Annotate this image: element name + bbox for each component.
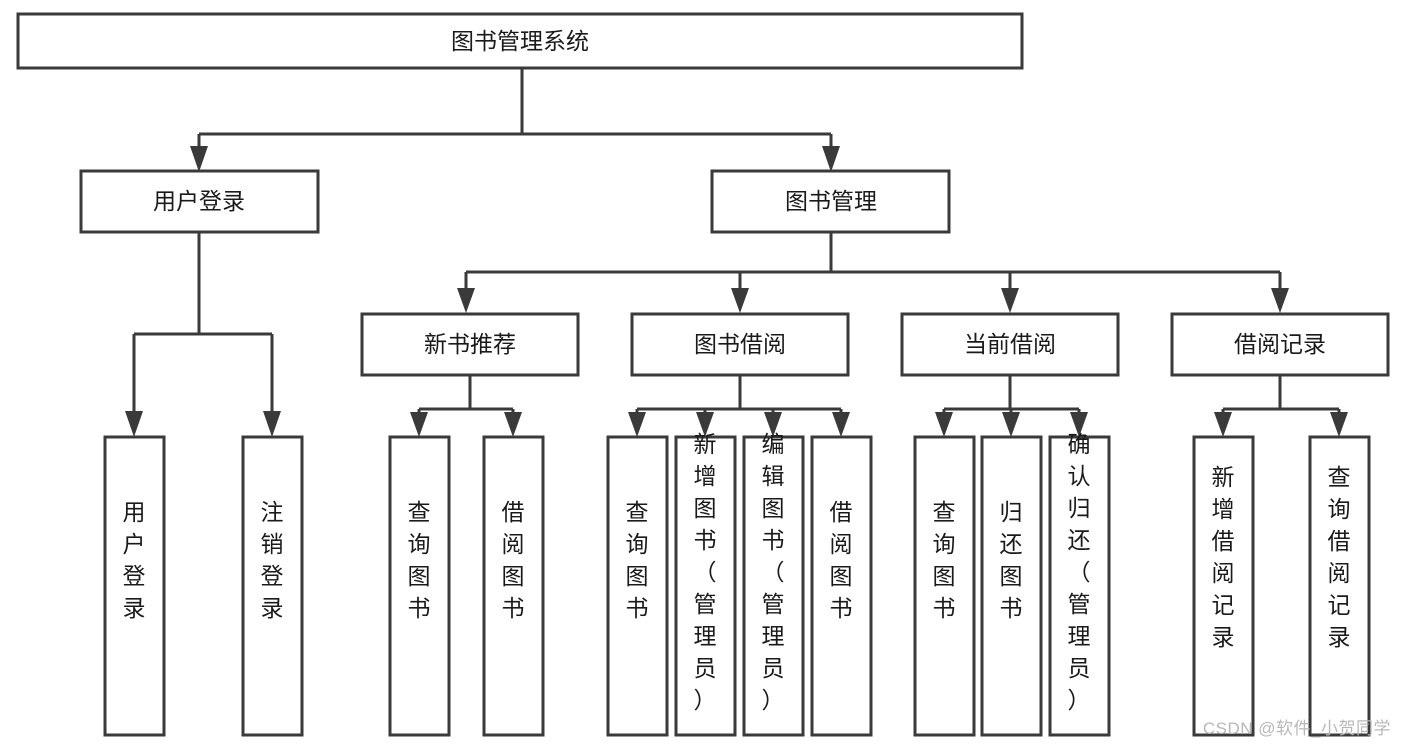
arrow-book-mgmt-to-book-borrow (731, 288, 749, 313)
leaf-node[interactable]: 归还图书 (980, 435, 1043, 737)
leaf-node[interactable]: 注销登录 (241, 435, 304, 737)
node-current-borrow-label: 当前借阅 (964, 331, 1056, 357)
arrow-current-borrow-leaf-3 (1070, 412, 1088, 437)
arrow-book-borrow-leaf-2 (696, 412, 714, 437)
leaf-user-login-label: 用户登录 (123, 499, 146, 621)
arrow-user-login-leaf-2 (263, 411, 281, 437)
node-new-book-recommend-box[interactable] (360, 312, 580, 377)
leaf-bb-borrow-label: 借阅图书 (830, 499, 853, 621)
leaf-node[interactable]: 查询图书 (913, 435, 976, 737)
leaf-node[interactable]: 查询图书 (606, 435, 669, 737)
leaf-node[interactable]: 借阅图书 (810, 435, 873, 737)
node-book-management-box[interactable] (710, 169, 951, 234)
leaf-node[interactable]: 查询图书 (388, 435, 451, 737)
leaf-new-book-query-label: 查询图书 (408, 499, 431, 621)
leaf-bb-query-label: 查询图书 (626, 499, 649, 621)
leaf-user-login-box[interactable] (103, 435, 166, 737)
leaf-node[interactable]: 用户登录 (103, 435, 166, 737)
arrow-book-borrow-leaf-3 (764, 412, 782, 437)
node-borrow-record-box[interactable] (1170, 312, 1390, 377)
arrow-root-to-user-login (190, 146, 208, 172)
node-book-borrow[interactable]: 图书借阅 (630, 312, 850, 377)
node-borrow-record-label: 借阅记录 (1234, 331, 1326, 357)
leaf-br-add-box[interactable] (1192, 435, 1255, 737)
arrow-book-borrow-leaf-1 (628, 412, 646, 437)
leaf-cb-query-label: 查询图书 (933, 499, 956, 621)
arrow-book-mgmt-to-borrow-record (1271, 288, 1289, 313)
node-current-borrow[interactable]: 当前借阅 (900, 312, 1120, 377)
arrow-root-to-book-mgmt (822, 146, 840, 172)
leaf-br-add-label: 新增借阅记录 (1212, 464, 1235, 650)
leaf-node[interactable]: 确认归还（管理员） (1048, 431, 1111, 737)
leaf-node[interactable]: 查询借阅记录 (1308, 435, 1371, 737)
leaf-bb-edit-box[interactable] (742, 435, 805, 737)
node-user-login-box[interactable] (79, 169, 320, 234)
arrow-new-book-leaf-2 (504, 412, 522, 437)
arrow-new-book-leaf-1 (410, 412, 428, 437)
leaf-cb-return-box[interactable] (980, 435, 1043, 737)
node-new-book-recommend[interactable]: 新书推荐 (360, 312, 580, 377)
leaf-cb-return-label: 归还图书 (1000, 499, 1023, 621)
node-book-borrow-box[interactable] (630, 312, 850, 377)
node-root-label: 图书管理系统 (451, 28, 589, 54)
arrow-book-mgmt-to-current-borrow (1001, 288, 1019, 313)
node-root-box[interactable] (16, 12, 1024, 70)
leaf-logout-label: 注销登录 (261, 499, 284, 621)
leaf-cb-query-box[interactable] (913, 435, 976, 737)
leaf-logout-box[interactable] (241, 435, 304, 737)
leaf-cb-confirm-label: 确认归还（管理员） (1068, 431, 1091, 713)
arrow-book-mgmt-to-new-book (457, 288, 475, 313)
node-current-borrow-box[interactable] (900, 312, 1120, 377)
leaf-bb-query-box[interactable] (606, 435, 669, 737)
node-new-book-recommend-label: 新书推荐 (424, 331, 516, 357)
node-book-borrow-label: 图书借阅 (694, 331, 786, 357)
leaf-node[interactable]: 编辑图书（管理员） (742, 431, 805, 737)
leaf-node[interactable]: 借阅图书 (482, 435, 545, 737)
node-book-management-label: 图书管理 (785, 188, 877, 214)
leaf-bb-add-label: 新增图书（管理员） (694, 431, 717, 713)
node-root-library-system[interactable]: 图书管理系统 (16, 12, 1024, 70)
arrow-book-borrow-leaf-4 (832, 412, 850, 437)
arrow-borrow-record-leaf-2 (1330, 412, 1348, 437)
arrow-user-login-leaf-1 (125, 411, 143, 437)
node-user-login[interactable]: 用户登录 (79, 169, 320, 234)
leaf-new-book-borrow-box[interactable] (482, 435, 545, 737)
arrow-borrow-record-leaf-1 (1214, 412, 1232, 437)
arrow-current-borrow-leaf-1 (935, 412, 953, 437)
leaf-bb-edit-label: 编辑图书（管理员） (762, 431, 785, 713)
arrow-current-borrow-leaf-2 (1002, 412, 1020, 437)
leaf-bb-add-box[interactable] (674, 435, 737, 737)
leaf-bb-borrow-box[interactable] (810, 435, 873, 737)
node-user-login-label: 用户登录 (153, 188, 245, 214)
leaf-node[interactable]: 新增借阅记录 (1192, 435, 1255, 737)
leaf-new-book-query-box[interactable] (388, 435, 451, 737)
node-borrow-record[interactable]: 借阅记录 (1170, 312, 1390, 377)
leaf-cb-confirm-box[interactable] (1048, 435, 1111, 737)
leaf-node[interactable]: 新增图书（管理员） (674, 431, 737, 737)
leaf-br-query-box[interactable] (1308, 435, 1371, 737)
node-book-management[interactable]: 图书管理 (710, 169, 951, 234)
leaf-br-query-label: 查询借阅记录 (1328, 464, 1351, 650)
leaf-new-book-borrow-label: 借阅图书 (502, 499, 525, 621)
connector-layer (125, 68, 1348, 437)
